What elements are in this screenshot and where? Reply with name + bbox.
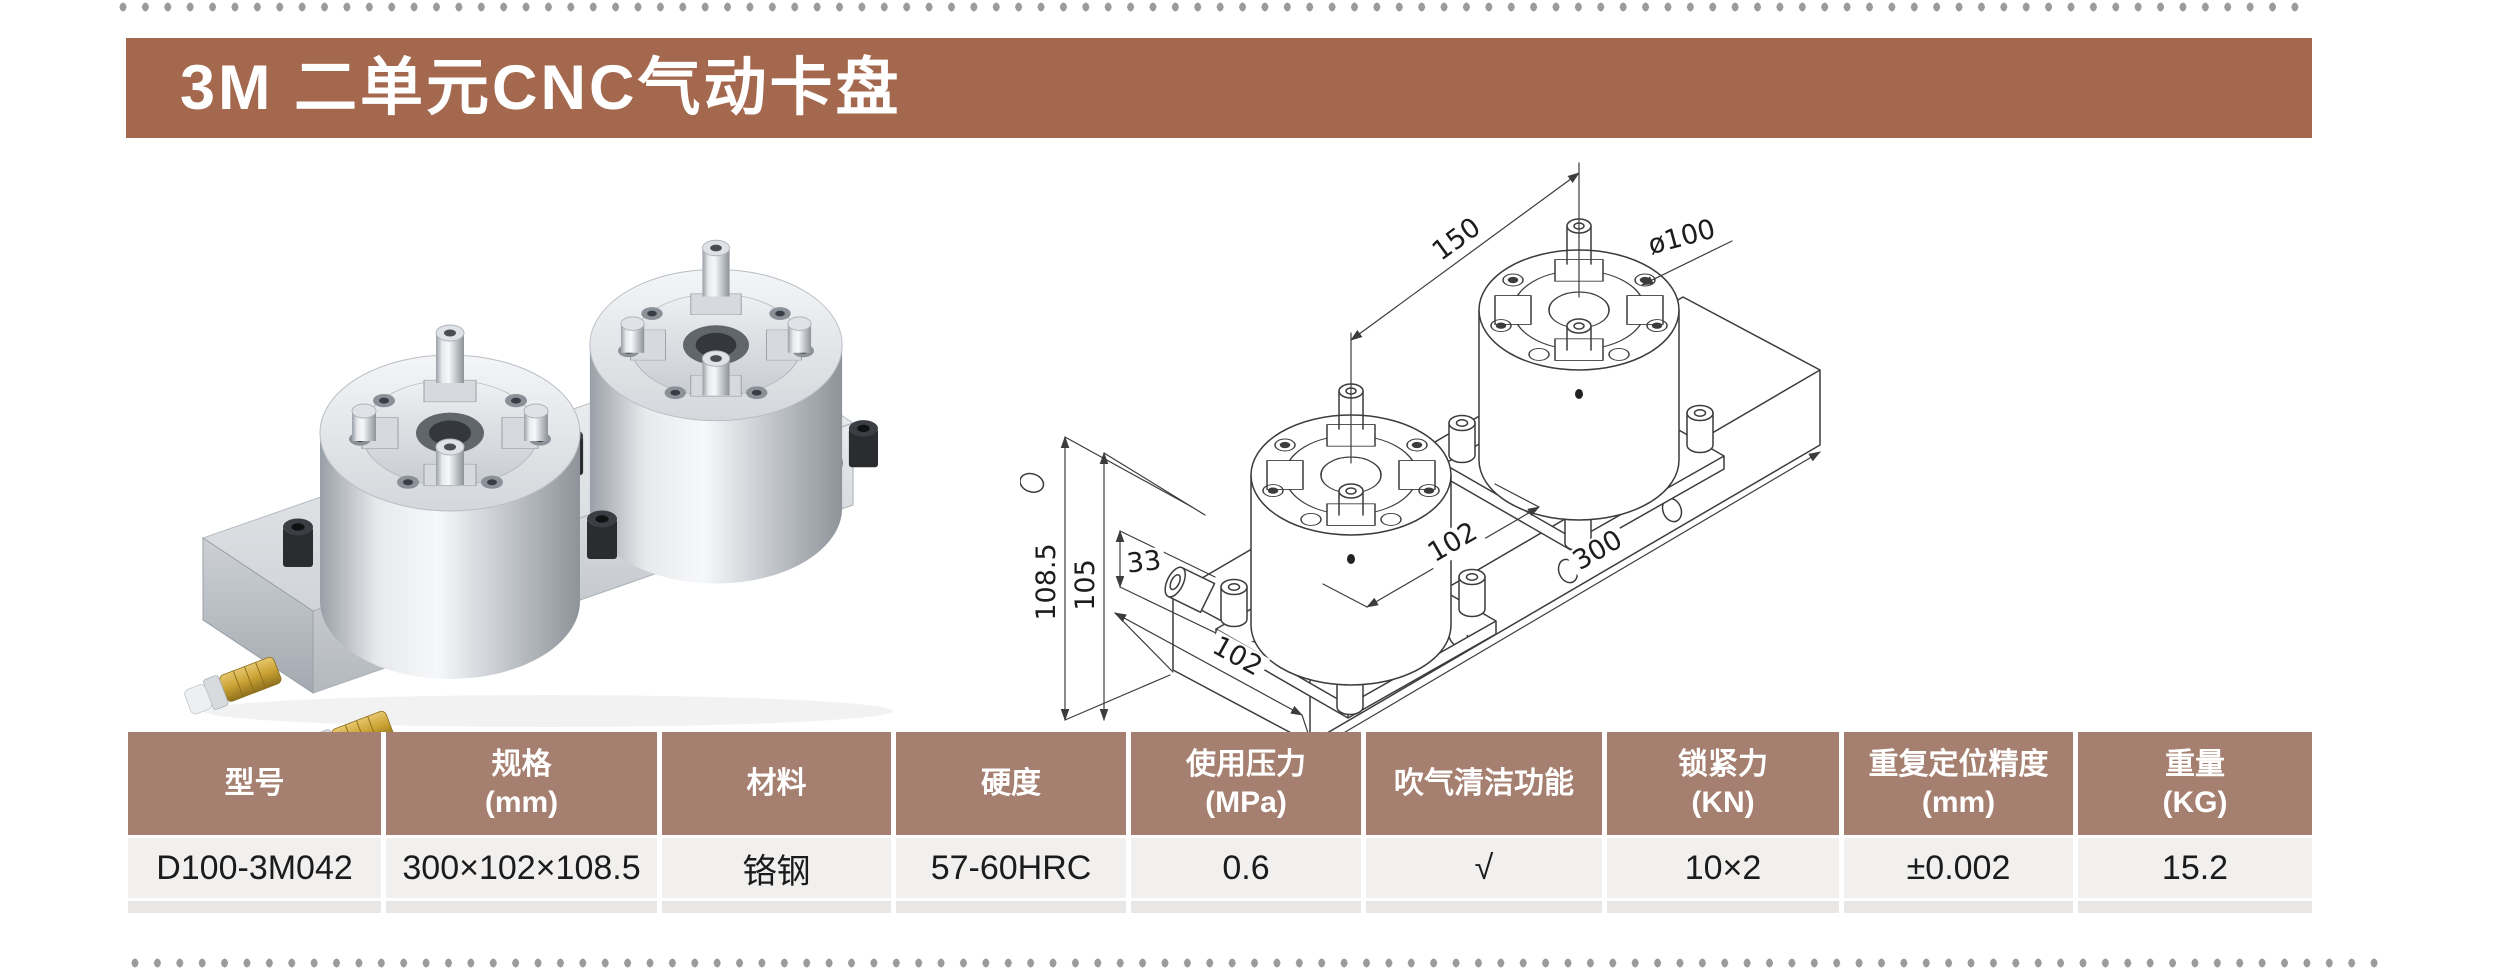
col-header-repeatability: 重复定位精度 (mm) — [1844, 732, 2073, 835]
spec-table: 型号 规格 (mm) 材料 硬度 使用压力 (MPa) 吹气清洁功能 锁紧力 (… — [128, 732, 2312, 913]
col-header-spec: 规格 (mm) — [386, 732, 657, 835]
page-title: 3M 二单元CNC气动卡盘 — [180, 52, 902, 123]
col-header-hardness-line1: 硬度 — [981, 766, 1041, 800]
col-header-clamp-force-line2: (KN) — [1691, 785, 1755, 819]
col-header-pressure: 使用压力 (MPa) — [1131, 732, 1361, 835]
col-header-clamp-force: 锁紧力 (KN) — [1607, 732, 1839, 835]
dotted-divider-bottom — [130, 957, 2388, 969]
col-header-material: 材料 — [662, 732, 891, 835]
col-header-model-line1: 型号 — [224, 766, 285, 800]
col-header-spec-line1: 规格 — [491, 748, 552, 781]
col-header-hardness: 硬度 — [896, 732, 1126, 835]
technical-drawing-lines — [1020, 162, 1821, 740]
cell-model: D100-3M042 — [128, 838, 381, 898]
col-header-pressure-line2: (MPa) — [1205, 785, 1287, 819]
table-bottom-strip — [128, 901, 381, 913]
col-header-weight-line1: 重量 — [2165, 748, 2225, 781]
cell-weight: 15.2 — [2078, 838, 2312, 898]
col-header-air-clean: 吹气清洁功能 — [1366, 732, 1602, 835]
cell-clamp-force: 10×2 — [1607, 838, 1839, 898]
cell-material: 铬钢 — [662, 838, 891, 898]
product-photo — [148, 133, 960, 733]
col-header-weight: 重量 (KG) — [2078, 732, 2312, 835]
col-header-air-clean-line1: 吹气清洁功能 — [1394, 766, 1574, 800]
dotted-divider-top — [118, 1, 2308, 13]
col-header-weight-line2: (KG) — [2162, 785, 2228, 819]
cell-air-clean: √ — [1366, 838, 1602, 898]
col-header-model: 型号 — [128, 732, 381, 835]
col-header-spec-line2: (mm) — [484, 785, 559, 819]
col-header-material-line1: 材料 — [746, 766, 807, 800]
product-photo-render — [181, 133, 893, 733]
cell-spec: 300×102×108.5 — [386, 838, 657, 898]
col-header-pressure-line1: 使用压力 — [1186, 748, 1306, 781]
col-header-repeatability-line2: (mm) — [1921, 785, 1996, 819]
dim-label-33: 33 — [1121, 545, 1167, 580]
col-header-clamp-force-line1: 锁紧力 — [1678, 748, 1768, 781]
page-title-bar: 3M 二单元CNC气动卡盘 — [126, 38, 2312, 138]
technical-drawing — [1020, 135, 2005, 740]
cell-hardness: 57-60HRC — [896, 838, 1126, 898]
cell-pressure: 0.6 — [1131, 838, 1361, 898]
dim-label-105: 105 — [1070, 555, 1101, 615]
col-header-repeatability-line1: 重复定位精度 — [1868, 748, 2049, 781]
dim-label-108-5: 108.5 — [1031, 539, 1062, 625]
cell-repeatability: ±0.002 — [1844, 838, 2073, 898]
